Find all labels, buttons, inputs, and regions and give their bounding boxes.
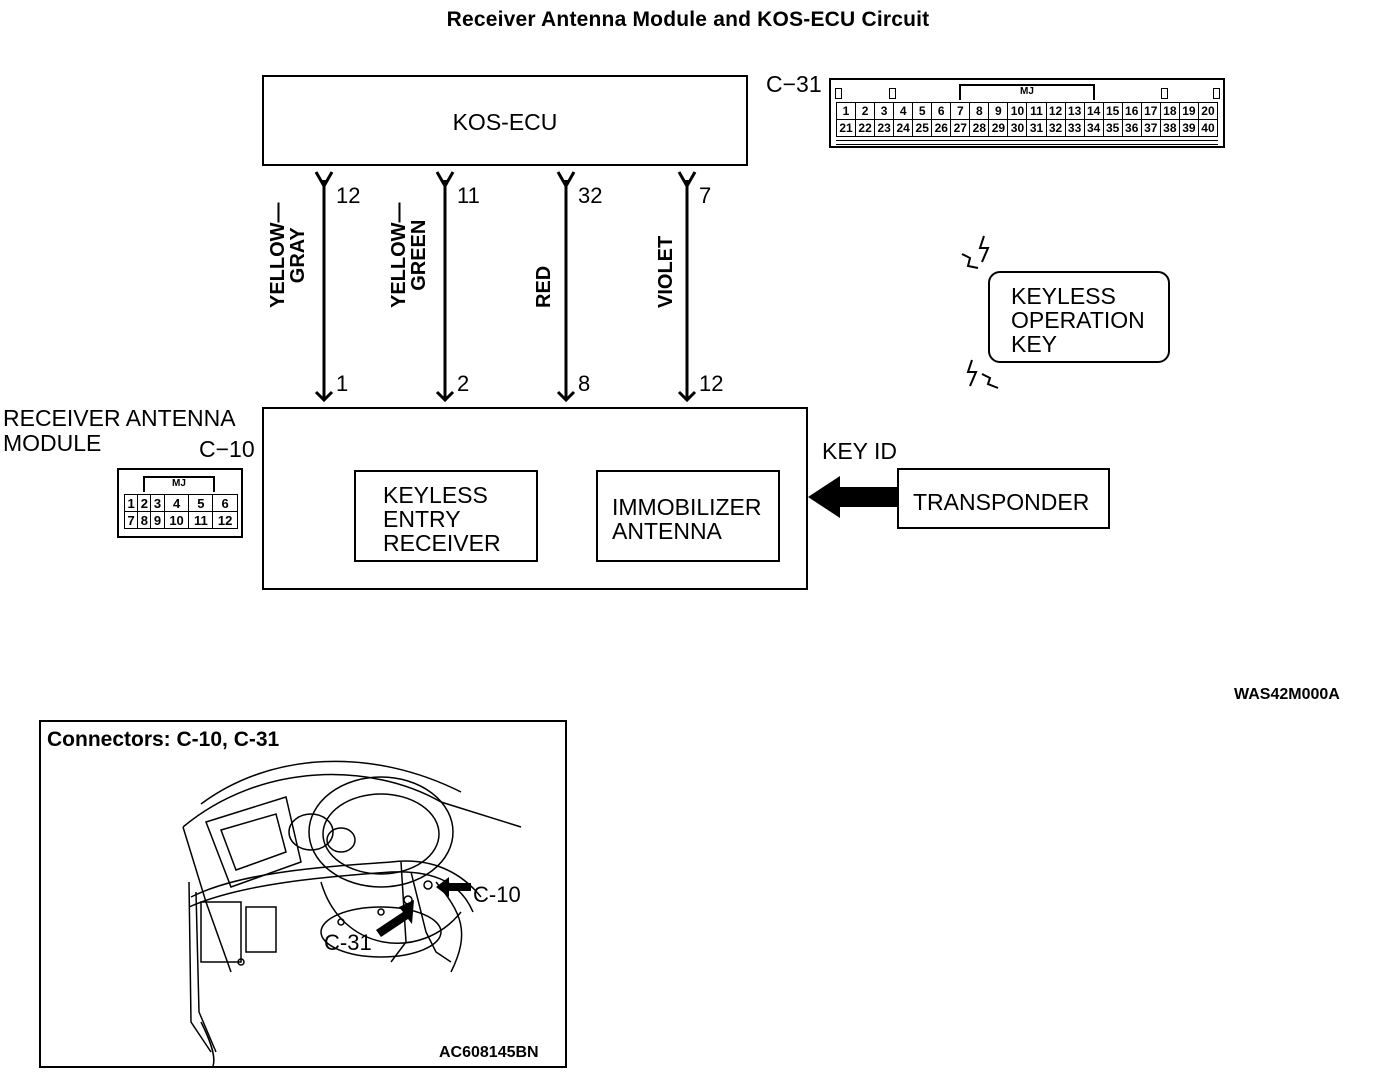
- receiver-line3: RECEIVER: [383, 530, 501, 556]
- c31-lock-tab: MJ: [959, 84, 1095, 100]
- diagram-code: WAS42M000A: [1234, 686, 1340, 703]
- dashboard-illustration: [182, 760, 522, 1066]
- callout-arrow-c10-icon: [436, 877, 471, 897]
- c31-pin-cell: 27: [950, 119, 971, 137]
- immobilizer-line1: IMMOBILIZER: [612, 494, 762, 520]
- c31-pin-cell: 26: [931, 119, 952, 137]
- inset-code: AC608145BN: [439, 1044, 539, 1061]
- c10-connector-label: C−10: [199, 436, 255, 462]
- c10-lock-tab: MJ: [143, 476, 215, 492]
- ecu-pin-7: 7: [699, 183, 712, 208]
- immobilizer-line2: ANTENNA: [612, 518, 722, 544]
- module-pin-1: 1: [336, 371, 349, 396]
- c31-connector-label: C−31: [766, 71, 822, 97]
- keyless-key-line1: KEYLESS: [1011, 283, 1116, 309]
- ecu-pin-11: 11: [457, 183, 480, 208]
- module-pin-12: 12: [699, 371, 724, 396]
- module-pin-8: 8: [578, 371, 591, 396]
- inset-title: Connectors: C-10, C-31: [47, 728, 280, 751]
- ecu-pin-32: 32: [578, 183, 603, 208]
- kos-ecu-label: KOS-ECU: [452, 109, 558, 135]
- inset-callout-c10: C-10: [473, 882, 521, 907]
- c31-pin-cell: 15: [1102, 102, 1123, 120]
- c10-pin-cell: 3: [150, 494, 165, 512]
- c31-tag: MJ: [1020, 86, 1034, 97]
- c31-pin-cell: 38: [1159, 119, 1180, 137]
- c31-tab-right2: [1213, 88, 1220, 99]
- module-pin-2: 2: [457, 371, 470, 396]
- c31-pin-cell: 30: [1007, 119, 1028, 137]
- c10-pin-cell: 5: [188, 494, 214, 512]
- transponder-box: TRANSPONDER: [897, 468, 1110, 529]
- c31-pin-cell: 16: [1121, 102, 1142, 120]
- ecu-pin-12: 12: [336, 183, 361, 208]
- c10-pin-cell: 9: [150, 511, 165, 529]
- c10-pin-cell: 11: [188, 511, 214, 529]
- c10-pin-cell: 7: [123, 511, 139, 529]
- c31-tab-left: [835, 88, 842, 99]
- keyless-key-line3: KEY: [1011, 331, 1058, 357]
- c10-pin-cell: 10: [163, 511, 190, 529]
- wire-color-yellow-gray: YELLOW— GRAY: [267, 202, 309, 308]
- wire-color-red: RED: [533, 265, 555, 308]
- c10-pin-cell: 8: [137, 511, 152, 529]
- c31-pin-cell: 14: [1083, 102, 1104, 120]
- connector-location-inset: Connectors: C-10, C-31: [39, 720, 567, 1068]
- c31-pin-cell: 34: [1083, 119, 1104, 137]
- c10-pin-cell: 2: [137, 494, 152, 512]
- c10-pin-cell: 4: [163, 494, 190, 512]
- key-id-label: KEY ID: [822, 438, 897, 464]
- receiver-antenna-module-box: KEYLESS ENTRY RECEIVER IMMOBILIZER ANTEN…: [262, 407, 808, 590]
- module-label-line1: RECEIVER ANTENNA: [3, 405, 236, 431]
- c31-tab-right1: [1161, 88, 1168, 99]
- c31-pin-cell: 35: [1102, 119, 1123, 137]
- c10-tag: MJ: [172, 478, 186, 489]
- c31-pin-cell: 23: [874, 119, 895, 137]
- receiver-line2: ENTRY: [383, 506, 461, 532]
- c31-pin-cell: 40: [1197, 119, 1219, 137]
- c31-pin-cell: 19: [1178, 102, 1199, 120]
- c10-pin-cell: 1: [123, 494, 139, 512]
- radio-wave-icon: [961, 235, 999, 389]
- kos-ecu-box: KOS-ECU: [262, 75, 748, 166]
- c31-pin-cell: 36: [1121, 119, 1142, 137]
- inset-callout-c31: C-31: [324, 930, 372, 955]
- callout-arrow-c31-icon: [376, 900, 414, 937]
- keyless-key-line2: OPERATION: [1011, 307, 1145, 333]
- keyless-operation-key-box: KEYLESS OPERATION KEY: [988, 271, 1170, 363]
- keyless-entry-receiver-box: KEYLESS ENTRY RECEIVER: [354, 470, 538, 562]
- wire-color-yellow-green: YELLOW— GREEN: [388, 202, 430, 308]
- diagram-title: Receiver Antenna Module and KOS-ECU Circ…: [446, 8, 930, 31]
- c31-bottom-rail: [836, 140, 1218, 145]
- c10-pin-cell: 12: [212, 511, 238, 529]
- c31-pin-cell: 21: [835, 119, 857, 137]
- c31-tab-mid: [889, 88, 896, 99]
- immobilizer-antenna-box: IMMOBILIZER ANTENNA: [596, 470, 780, 562]
- c31-pin-cell: 25: [912, 119, 933, 137]
- transponder-label: TRANSPONDER: [913, 489, 1090, 515]
- wire-color-violet: VIOLET: [655, 235, 677, 308]
- c31-pin-cell: 33: [1064, 119, 1085, 137]
- key-id-arrow-icon: [808, 476, 898, 518]
- receiver-line1: KEYLESS: [383, 482, 488, 508]
- module-label-line2: MODULE: [3, 430, 102, 456]
- c10-pin-cell: 6: [212, 494, 238, 512]
